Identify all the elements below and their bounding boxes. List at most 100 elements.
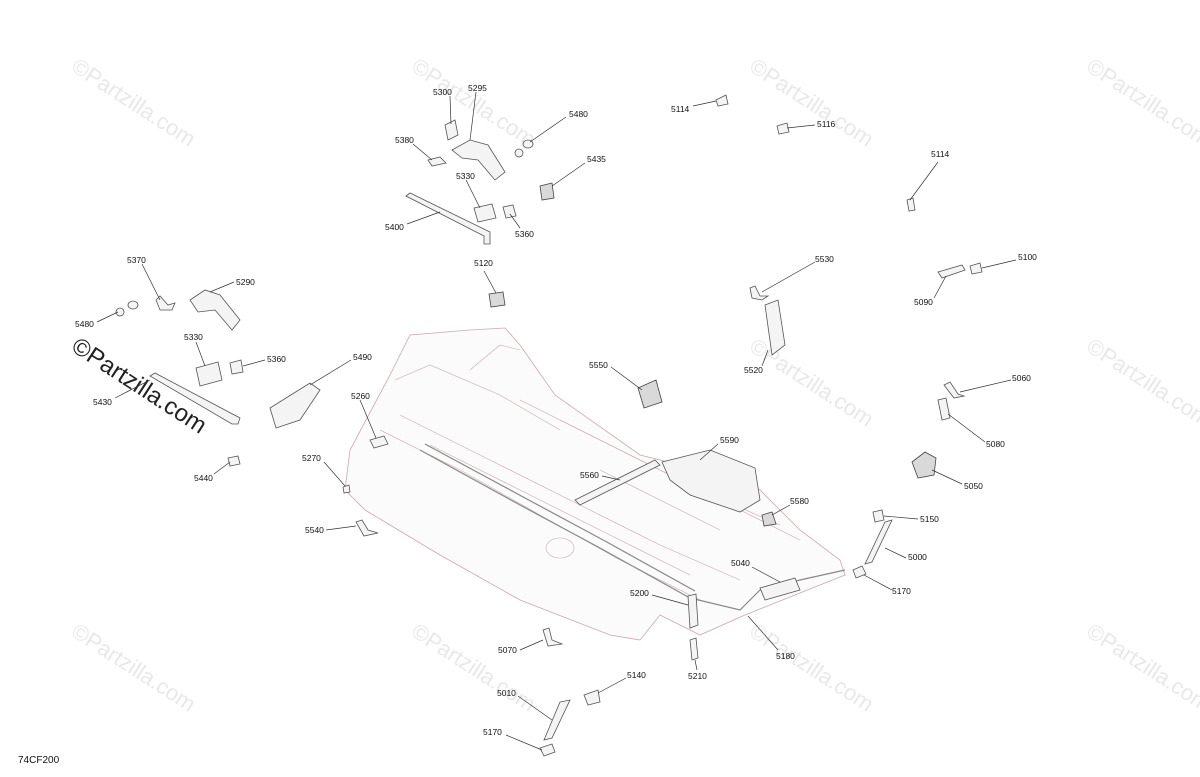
callout-5480: 5480 — [569, 109, 588, 119]
part-5010 — [543, 699, 571, 741]
callout-5210: 5210 — [688, 671, 707, 681]
watermark: ©Partzilla.com — [745, 618, 878, 716]
part-5560 — [574, 459, 661, 506]
part-5050 — [911, 451, 937, 479]
part-5114a — [715, 94, 729, 107]
callout-5435: 5435 — [587, 154, 606, 164]
part-5140 — [583, 689, 601, 706]
part-5330a — [473, 203, 497, 223]
part-5480b2 — [115, 307, 125, 317]
callout-5260: 5260 — [351, 391, 370, 401]
callout-5580: 5580 — [790, 496, 809, 506]
part-5114b — [906, 197, 916, 212]
part-5430 — [149, 372, 241, 425]
part-5116 — [776, 122, 790, 135]
callout-5080: 5080 — [986, 439, 1005, 449]
callout-5370: 5370 — [127, 255, 146, 265]
callout-5200: 5200 — [630, 588, 649, 598]
part-5580 — [761, 511, 777, 527]
watermark: ©Partzilla.com — [407, 53, 540, 151]
part-5300 — [444, 119, 459, 141]
watermark: ©Partzilla.com — [407, 618, 540, 716]
part-5150 — [872, 509, 885, 523]
part-5435 — [539, 182, 555, 201]
watermark: ©Partzilla.com — [67, 53, 200, 151]
callout-5550: 5550 — [589, 360, 608, 370]
callout-5120: 5120 — [474, 258, 493, 268]
callout-5590: 5590 — [720, 435, 739, 445]
callout-5060: 5060 — [1012, 373, 1031, 383]
diagram-code: 74CF200 — [18, 755, 60, 766]
callout-5330: 5330 — [456, 171, 475, 181]
part-5060 — [943, 381, 966, 399]
part-5120 — [488, 291, 506, 308]
callout-5010: 5010 — [497, 688, 516, 698]
part-5540 — [355, 519, 379, 537]
callout-5360: 5360 — [267, 354, 286, 364]
watermark: ©Partzilla.com — [1082, 53, 1200, 151]
callout-5360: 5360 — [515, 229, 534, 239]
callout-5490: 5490 — [353, 352, 372, 362]
part-5400 — [405, 192, 491, 245]
part-5290 — [189, 289, 241, 331]
part-5000 — [864, 519, 893, 565]
part-5090 — [937, 264, 966, 279]
watermark: ©Partzilla.com — [1082, 333, 1200, 431]
part-5480a2 — [514, 148, 524, 158]
part-5260 — [369, 435, 389, 449]
callout-5050: 5050 — [964, 481, 983, 491]
part-5590 — [661, 449, 761, 513]
callout-5440: 5440 — [194, 473, 213, 483]
callout-5295: 5295 — [468, 83, 487, 93]
part-5440 — [227, 455, 241, 467]
callout-5270: 5270 — [302, 453, 321, 463]
callout-5090: 5090 — [914, 297, 933, 307]
part-5520 — [764, 299, 786, 356]
callout-5400: 5400 — [385, 222, 404, 232]
callout-5530: 5530 — [815, 254, 834, 264]
callout-5380: 5380 — [395, 135, 414, 145]
callout-5140: 5140 — [627, 670, 646, 680]
part-5530 — [749, 285, 770, 301]
part-5295 — [451, 139, 506, 181]
callout-5290: 5290 — [236, 277, 255, 287]
leader-lines — [96, 91, 1017, 751]
callout-5000: 5000 — [908, 552, 927, 562]
watermark: ©Partzilla.com — [1082, 618, 1200, 716]
callout-5100: 5100 — [1018, 252, 1037, 262]
callout-5330: 5330 — [184, 332, 203, 342]
part-5100 — [969, 262, 983, 275]
part-5550 — [637, 379, 663, 409]
callout-5480: 5480 — [75, 319, 94, 329]
callout-5116: 5116 — [817, 119, 836, 129]
callout-5150: 5150 — [920, 514, 939, 524]
part-5210 — [689, 637, 699, 661]
callout-5180: 5180 — [776, 651, 795, 661]
part-5040 — [759, 577, 801, 601]
part-5360a — [502, 204, 517, 219]
callout-5300: 5300 — [433, 87, 452, 97]
callout-5114: 5114 — [931, 149, 950, 159]
part-5200 — [687, 593, 699, 629]
callout-5070: 5070 — [498, 645, 517, 655]
callout-5040: 5040 — [731, 558, 750, 568]
watermark: ©Partzilla.com — [745, 53, 878, 151]
part-5480b — [127, 300, 139, 310]
parts-layer — [115, 94, 983, 757]
part-5330b — [195, 361, 223, 387]
callout-5170: 5170 — [892, 586, 911, 596]
callout-5540: 5540 — [305, 525, 324, 535]
callout-5430: 5430 — [93, 397, 112, 407]
watermark: ©Partzilla.com — [745, 333, 878, 431]
part-5170b — [539, 743, 556, 757]
part-5370 — [155, 295, 176, 311]
part-5490 — [269, 382, 321, 429]
callout-5170: 5170 — [483, 727, 502, 737]
part-5080 — [937, 397, 951, 421]
callout-5560: 5560 — [580, 470, 599, 480]
part-5270 — [342, 484, 351, 494]
callout-labels: 5300 5295 5480 5380 5435 5330 5400 5360 … — [75, 83, 1037, 737]
part-5360b — [229, 359, 244, 375]
part-5380 — [427, 156, 447, 167]
